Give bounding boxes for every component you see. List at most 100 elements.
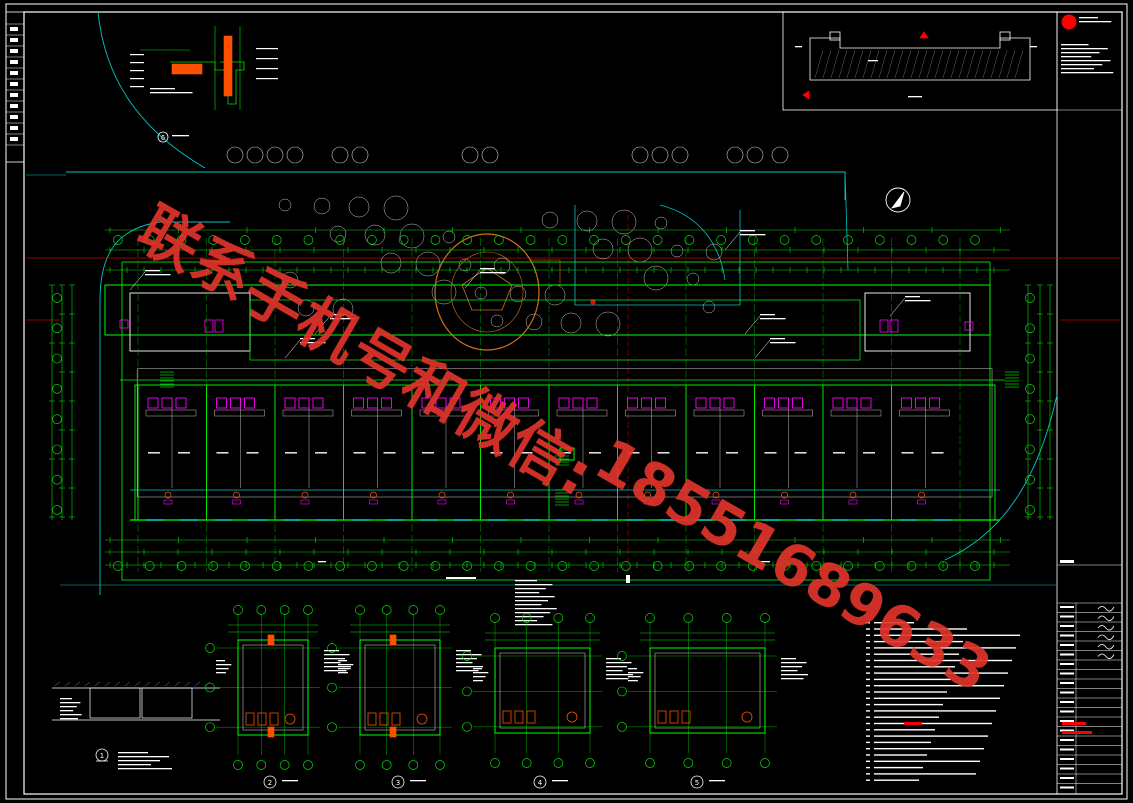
- grid-bubble-top: [779, 235, 790, 245]
- grid-bubble-bottom: [621, 561, 631, 571]
- detail-6-leader: [256, 78, 278, 80]
- bathroom-fixture: [778, 397, 789, 409]
- room-label: [696, 452, 708, 454]
- tree-icon: [461, 146, 479, 164]
- leader-line: [754, 339, 771, 359]
- detail-grid-bubble: [462, 686, 472, 697]
- title-cell-text: [1060, 634, 1074, 637]
- leader-line: [284, 339, 301, 359]
- detail-grid-bubble: [435, 605, 445, 615]
- detail-grid-bubble: [327, 682, 337, 693]
- detail-number: 2: [268, 779, 272, 787]
- bathroom-fixture: [490, 397, 501, 409]
- detail-left-notes: [338, 660, 354, 674]
- text-line: [781, 658, 796, 660]
- detail-6-leader: [130, 86, 144, 88]
- detail-1-hatch: [94, 681, 101, 687]
- tree-icon: [329, 225, 347, 243]
- title-cell-text: [1060, 758, 1074, 760]
- text-line: [515, 600, 548, 602]
- tree-icon: [348, 196, 370, 218]
- detail-1-hatch: [154, 681, 161, 687]
- text-line: [330, 314, 345, 316]
- note-text: [874, 672, 1008, 674]
- grid-bubble-top: [430, 235, 441, 245]
- text-line: [781, 670, 798, 672]
- detail-left-notes: [473, 668, 489, 682]
- tree-icon: [380, 252, 402, 274]
- bathroom-fixture: [353, 397, 364, 409]
- dwelling-unit: [206, 385, 267, 521]
- note-number: [866, 703, 870, 706]
- grid-bubble-top: [144, 235, 155, 245]
- detail-pipe: [389, 634, 397, 646]
- text-line: [1030, 46, 1037, 48]
- tree-icon: [313, 197, 331, 215]
- dwelling-unit: [754, 385, 815, 521]
- tree-icon: [631, 146, 649, 164]
- text-line: [628, 672, 644, 674]
- tree-icon: [246, 146, 264, 164]
- text-line: [216, 664, 232, 666]
- grid-bubble-right: [1025, 414, 1035, 424]
- detail-6-leader: [130, 54, 144, 56]
- inset-level-left: [795, 46, 802, 48]
- text-line: [515, 580, 537, 582]
- detail-1-hatch: [84, 681, 91, 687]
- bathroom-fixture: [832, 397, 844, 409]
- general-notes: [866, 622, 1020, 781]
- text-line: [60, 718, 78, 720]
- tree-icon: [474, 286, 488, 300]
- dwelling-unit: [822, 385, 883, 521]
- grid-bubble-top: [462, 235, 472, 245]
- grid-bubble-top: [906, 235, 917, 245]
- balcony-fixture: [438, 491, 446, 499]
- detail-grid-bubble: [233, 760, 243, 770]
- tree-icon: [671, 146, 689, 164]
- detail-leader-notes: [324, 650, 351, 672]
- detail-1: 1: [52, 681, 220, 770]
- hatch-line: [974, 49, 984, 79]
- grid-bubble-bottom: [462, 561, 472, 571]
- note-number: [866, 634, 870, 636]
- inset-label: [868, 60, 878, 62]
- landscape-trees: [226, 146, 789, 337]
- detail-grid-bubble: [617, 651, 627, 661]
- hatch-line: [830, 49, 840, 79]
- detail-grid-bubble: [490, 613, 500, 623]
- text-line: [282, 780, 298, 782]
- tree-icon: [431, 279, 457, 305]
- note-text: [874, 729, 935, 731]
- bathroom-fixture: [230, 397, 241, 409]
- tree-icon: [415, 251, 441, 277]
- grid-bubble-bottom: [176, 561, 187, 571]
- note-number: [866, 666, 870, 668]
- text-line: [60, 702, 81, 704]
- text-line: [473, 680, 483, 682]
- detail-grid-bubble: [617, 721, 627, 732]
- text-line: [60, 698, 72, 700]
- stair-core-right: [864, 292, 971, 352]
- building-plan: [104, 261, 1019, 581]
- room-label: [246, 452, 259, 454]
- text-line: [300, 342, 326, 344]
- note-number: [866, 773, 870, 775]
- grid-bubble-bottom: [398, 561, 409, 571]
- detail-grid-bubble: [645, 613, 655, 623]
- dwelling-unit: [343, 385, 404, 521]
- grid-bubble-top: [525, 235, 536, 245]
- grid-bubble-bottom: [430, 561, 441, 571]
- bath-partition: [762, 409, 813, 417]
- strip-text: [10, 82, 18, 86]
- balcony-drain: [300, 499, 310, 505]
- detail-grid-bubble: [683, 758, 694, 768]
- plaza-star: [461, 267, 513, 311]
- detail-grid-bubble: [617, 686, 627, 697]
- text-line: [118, 756, 169, 758]
- title-cell-text: [1060, 739, 1074, 741]
- text-line: [473, 672, 489, 674]
- detail-grid-bubble: [233, 605, 243, 615]
- detail-room-inner: [499, 652, 586, 729]
- detail-grid-bubble: [462, 721, 472, 732]
- detail-1-hatch: [194, 681, 201, 687]
